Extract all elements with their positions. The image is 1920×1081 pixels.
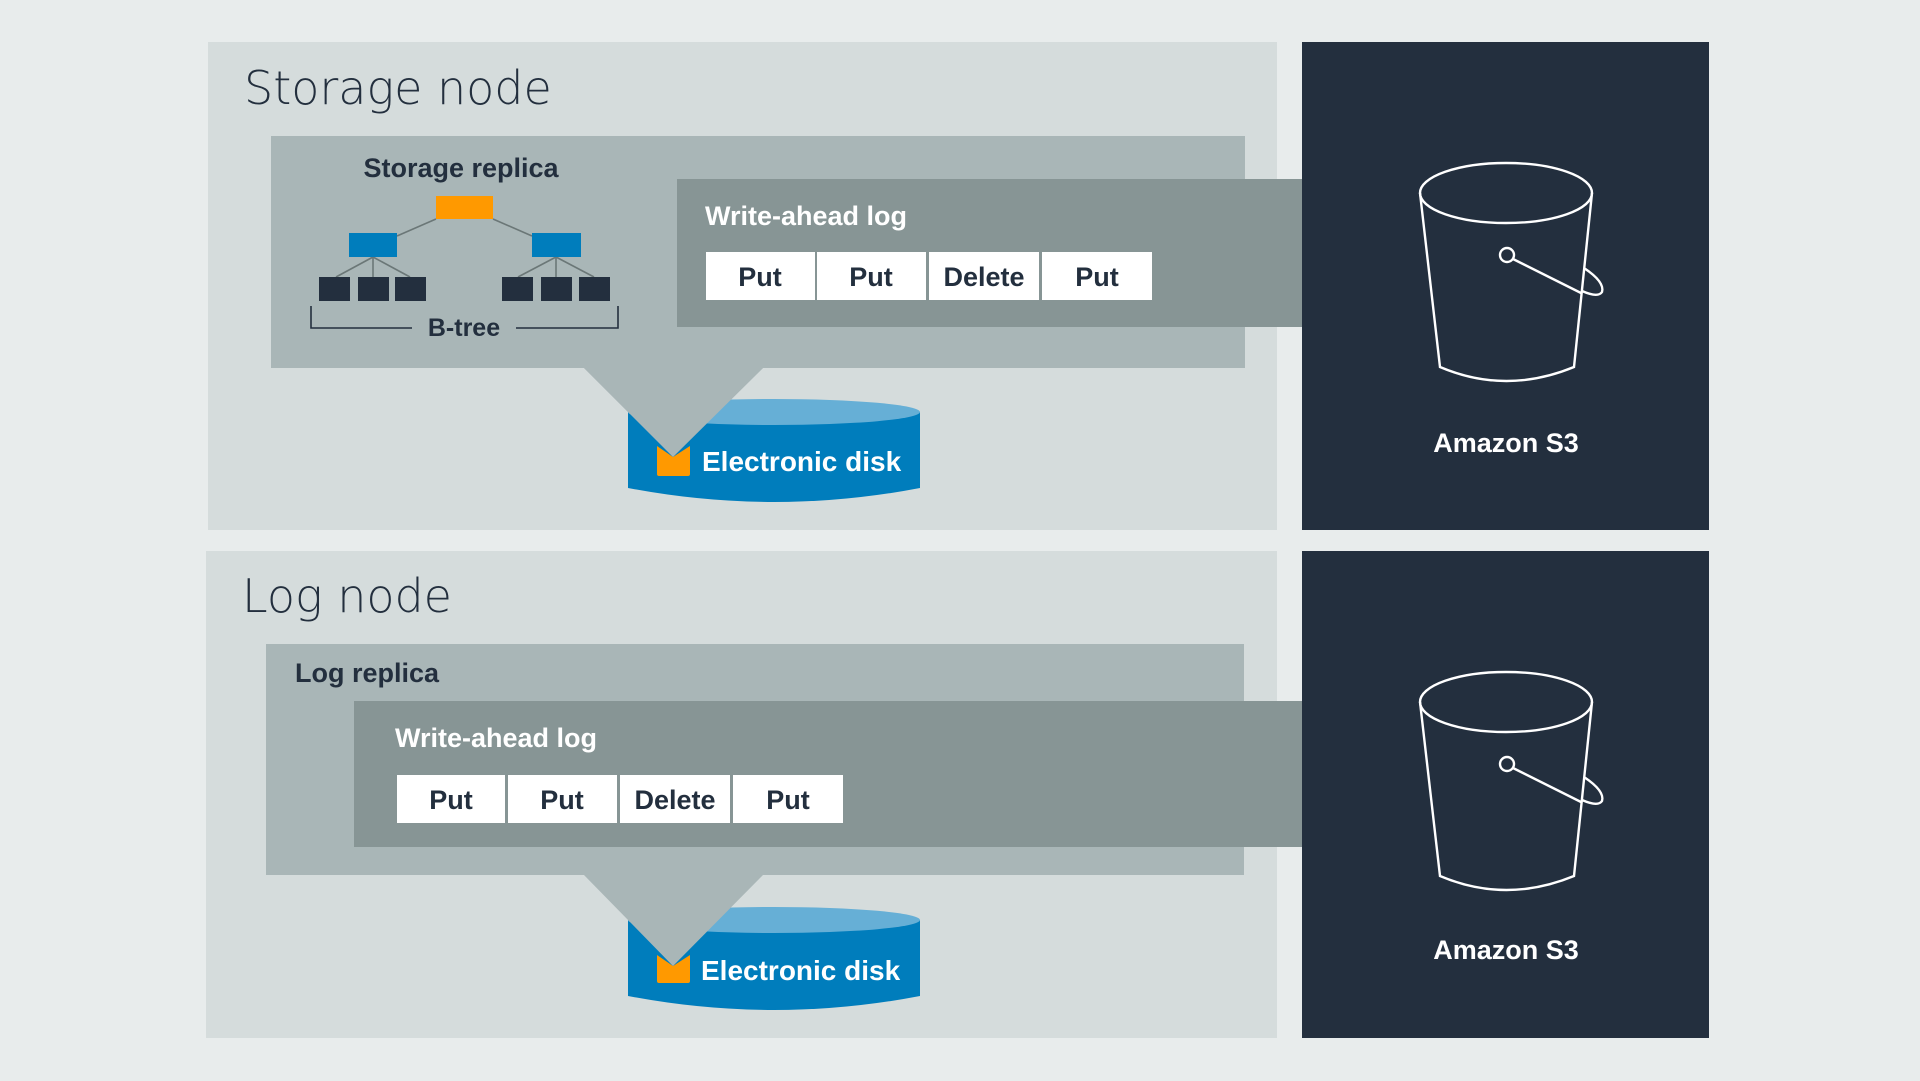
disk-body [628, 920, 920, 1010]
s3-panel [1302, 42, 1709, 530]
btree-edges [335, 218, 595, 278]
log-wal-entries: Put Put Delete Put [397, 775, 843, 823]
wal-entry-label: Put [738, 262, 782, 292]
wal-entry [733, 775, 843, 823]
btree-inner-node-left [349, 233, 397, 257]
disk-label: Electronic disk [701, 955, 901, 986]
storage-replica-title: Storage replica [363, 153, 559, 183]
btree-leaf-node [395, 277, 426, 301]
disk-body [628, 412, 920, 502]
log-wal-arrow: Write-ahead log Put Put Delete Put [354, 701, 1367, 847]
wal-entry [1042, 252, 1152, 300]
wal-entry-label: Put [849, 262, 893, 292]
log-replica-callout [583, 874, 764, 966]
btree-root-node [436, 196, 493, 219]
storage-wal-arrow: Write-ahead log Put Put Delete Put [677, 179, 1368, 327]
wal-entry-label: Put [429, 785, 473, 815]
bucket-icon [1418, 161, 1604, 383]
log-wal-title: Write-ahead log [395, 723, 597, 753]
wal-entry [929, 252, 1039, 300]
log-electronic-disk: Electronic disk [583, 874, 920, 1010]
btree-leaf-node [541, 277, 572, 301]
s3-panel [1302, 551, 1709, 1038]
storage-wal-title: Write-ahead log [705, 201, 907, 231]
disk-label: Electronic disk [702, 446, 902, 477]
storage-node-section: Storage node Storage replica [208, 42, 1709, 530]
log-node-title: Log node [242, 569, 452, 623]
btree-leaf-node [358, 277, 389, 301]
wal-entry-label: Delete [943, 262, 1024, 292]
disk-data-block-icon [657, 446, 690, 476]
disk-data-block-icon [657, 955, 690, 983]
btree-bracket-right [516, 306, 619, 329]
s3-label: Amazon S3 [1433, 935, 1579, 965]
log-node-section: Log node Log replica Write-ahead log Put… [206, 551, 1709, 1038]
wal-entry-label: Put [766, 785, 810, 815]
btree-leaf-node [579, 277, 610, 301]
btree-diagram: B-tree [310, 196, 619, 342]
wal-entry-label: Delete [634, 785, 715, 815]
wal-entry [508, 775, 617, 823]
log-replica-title: Log replica [295, 658, 440, 688]
log-s3-panel: Amazon S3 [1302, 551, 1709, 1038]
bucket-icon [1418, 670, 1604, 892]
btree-inner-node-right [532, 233, 581, 257]
btree-bracket-left [310, 306, 412, 329]
storage-node-title: Storage node [244, 61, 552, 115]
btree-leaf-node [502, 277, 533, 301]
wal-entry-label: Put [540, 785, 584, 815]
storage-electronic-disk: Electronic disk [583, 367, 920, 502]
btree-leaf-node [319, 277, 350, 301]
btree-label: B-tree [428, 314, 500, 342]
storage-s3-panel: Amazon S3 [1302, 42, 1709, 530]
s3-label: Amazon S3 [1433, 428, 1579, 458]
wal-entry [397, 775, 505, 823]
wal-entry [620, 775, 730, 823]
wal-entry [706, 252, 815, 300]
storage-replica-callout-overlay [583, 367, 764, 457]
wal-entry [817, 252, 926, 300]
storage-wal-entries: Put Put Delete Put [706, 252, 1152, 300]
wal-entry-label: Put [1075, 262, 1119, 292]
